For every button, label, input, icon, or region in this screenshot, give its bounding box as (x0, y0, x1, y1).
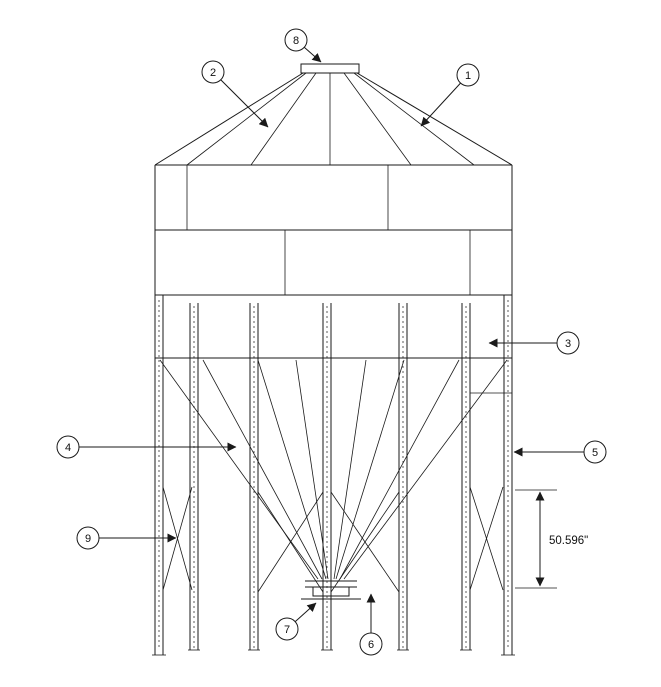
cross-braces (162, 486, 504, 593)
callout-6-label: 6 (368, 639, 374, 651)
callout-6-circle (359, 632, 383, 656)
callout-6: 6 (359, 593, 383, 656)
callout-2: 2 (201, 60, 269, 128)
callout-4: 4 (56, 435, 237, 459)
callout-9-circle (76, 526, 100, 550)
callout-3-label: 3 (565, 338, 571, 350)
callout-5-circle (583, 440, 607, 464)
callout-7-label: 7 (284, 624, 290, 636)
legs (152, 295, 515, 656)
callout-7-circle (275, 617, 299, 641)
callout-3: 3 (488, 331, 580, 355)
callout-8: 8 (284, 28, 322, 63)
callout-8-circle (284, 28, 308, 52)
callout-2-circle (201, 60, 225, 84)
callout-8-label: 8 (293, 35, 299, 47)
outlet-collar (301, 580, 361, 600)
callout-9-label: 9 (85, 533, 91, 545)
callout-9: 9 (76, 526, 177, 550)
roof (154, 63, 513, 166)
callout-1-label: 1 (465, 70, 471, 82)
callout-5: 5 (513, 440, 607, 464)
roof-cap (300, 63, 360, 74)
callout-3-circle (556, 331, 580, 355)
hopper-cone (159, 359, 508, 580)
callout-2-label: 2 (210, 67, 216, 79)
callout-4-circle (56, 435, 80, 459)
callout-5-label: 5 (592, 447, 598, 459)
callout-1-circle (456, 63, 480, 87)
dimension-label: 50.596" (549, 535, 588, 547)
callout-4-label: 4 (65, 442, 71, 454)
dimension-50-596: 50.596" (515, 489, 588, 589)
sidewall (154, 165, 513, 655)
callout-7: 7 (275, 602, 317, 641)
callout-1: 1 (420, 63, 480, 127)
